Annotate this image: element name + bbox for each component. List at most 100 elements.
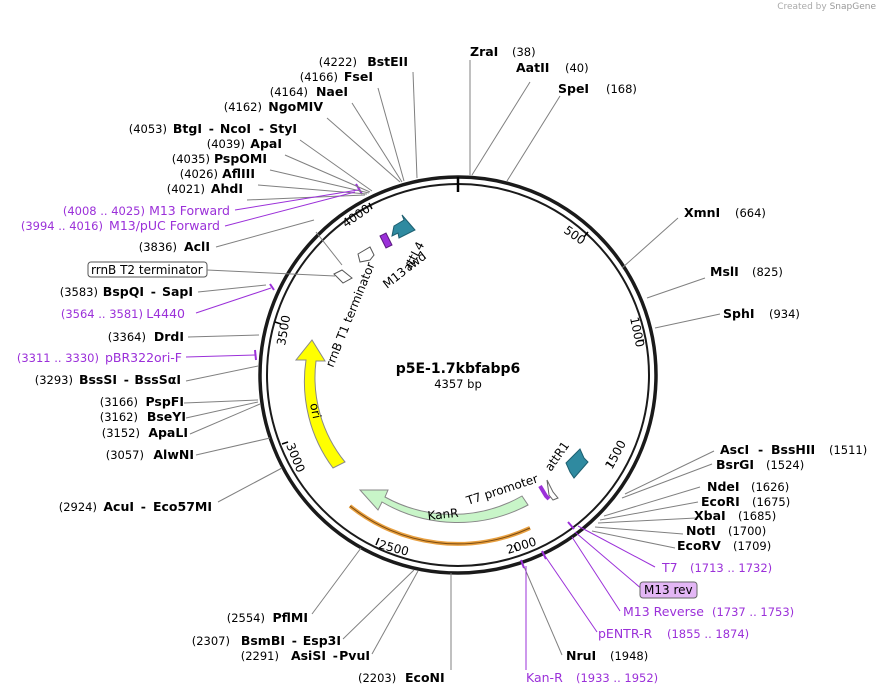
primer-m13-puc-forward-pos: (3994 .. 4016) (21, 219, 103, 233)
site-ndei-pos: (1626) (751, 480, 789, 494)
site-nrui-pos: (1948) (610, 649, 648, 663)
site-bsrgi: BsrGI (716, 457, 754, 472)
kanr-feature (358, 489, 529, 523)
site-asci-pos: (1511) (829, 443, 867, 457)
attr1-feature (565, 448, 589, 479)
site-drdi-pos: (3364) (108, 330, 146, 344)
ori-label: ori (307, 402, 324, 420)
m13-fwd-feature (379, 232, 393, 249)
site-bsshii: BssHII (771, 442, 815, 457)
site-bsssi: BssSI (79, 372, 117, 387)
site-pspfi-pos: (3166) (100, 395, 138, 409)
site-sapi: SapI (162, 284, 193, 299)
site-ngomiv: NgoMIV (268, 99, 323, 114)
site-bsmbi-pos: (2307) (192, 634, 230, 648)
site-bsrgi-pos: (1524) (766, 458, 804, 472)
site-styi: StyI (269, 121, 297, 136)
site-spei: SpeI (558, 81, 589, 96)
site-bspqi-sep: - (151, 284, 156, 299)
left-leader-lines (183, 71, 419, 655)
snapgene-credit: Created by SnapGene (777, 2, 876, 12)
site-nrui: NruI (566, 648, 596, 663)
primer-t7: T7 (661, 560, 678, 575)
site-pflmi-pos: (2554) (227, 611, 265, 625)
site-pvui: PvuI (339, 648, 370, 663)
left-primer-labels: M13 Forward (4008 .. 4025) M13/pUC Forwa… (17, 203, 230, 365)
primer-markers (254, 183, 575, 569)
site-ngomiv-pos: (4162) (224, 100, 262, 114)
tick-500: 500 (561, 223, 588, 248)
site-apai-pos: (4039) (207, 137, 245, 151)
site-zrai-pos: (38) (512, 45, 536, 59)
site-xmni: XmnI (684, 205, 720, 220)
site-xbai-pos: (1685) (738, 509, 776, 523)
site-ahdi-pos: (4021) (167, 182, 205, 196)
primer-m13-reverse-pos: (1737 .. 1753) (712, 605, 794, 619)
right-leader-lines (450, 60, 721, 670)
site-bsteii-pos: (4222) (319, 55, 357, 69)
site-noti-pos: (1700) (728, 524, 766, 538)
site-alwni: AlwNI (153, 447, 194, 462)
credit-prefix: Created by (777, 2, 827, 12)
site-ecorv: EcoRV (677, 538, 721, 553)
site-bseyi: BseYI (147, 409, 186, 424)
primer-pentr-r-pos: (1855 .. 1874) (667, 627, 749, 641)
site-bssssai: BssSαI (134, 372, 181, 387)
site-ndei: NdeI (707, 479, 740, 494)
site-spei-pos: (168) (606, 82, 637, 96)
t7-promoter-label: T7 promoter (464, 472, 540, 509)
site-alwni-pos: (3057) (106, 448, 144, 462)
site-apai: ApaI (250, 136, 282, 151)
right-site-labels: ZraI (38) AatII (40) SpeI (168) XmnI (66… (358, 44, 867, 685)
site-acui-sep: - (141, 499, 146, 514)
right-primer-labels: T7 (1713 .. 1732) M13 rev M13 Reverse (1… (526, 560, 794, 685)
site-esp3i: Esp3I (303, 633, 341, 648)
primer-kan-r-pos: (1933 .. 1952) (576, 671, 658, 685)
rrnb-t2-feature (357, 246, 375, 263)
primer-pbr322ori-f: pBR322ori-F (105, 350, 182, 365)
site-acui-pos: (2924) (59, 500, 97, 514)
site-asisi-sep: - (333, 648, 338, 663)
kanr-label: KanR (427, 506, 459, 523)
site-ecorv-pos: (1709) (733, 539, 771, 553)
m13-rev-feature (538, 484, 551, 501)
site-xbai: XbaI (694, 508, 726, 523)
site-noti: NotI (686, 523, 716, 538)
site-ecori-pos: (1675) (752, 495, 790, 509)
site-pspfi: PspFI (145, 394, 184, 409)
site-pspomi: PspOMI (214, 151, 267, 166)
site-asci: AscI (720, 442, 749, 457)
site-acui: AcuI (103, 499, 134, 514)
site-bsmbi-sep: - (292, 633, 297, 648)
site-eco57mi: Eco57MI (153, 499, 212, 514)
plasmid-name: p5E-1.7kbfabp6 (396, 361, 521, 377)
right-primer-lines (525, 525, 656, 670)
left-primer-lines (185, 189, 359, 358)
site-asisi: AsiSI (291, 648, 326, 663)
site-afliii: AflIII (222, 166, 255, 181)
site-acli: AclI (184, 239, 210, 254)
kanr-orf-arc-core (349, 505, 531, 545)
site-aatii-pos: (40) (565, 61, 589, 75)
tick-3500: 3500 (274, 314, 293, 347)
rrnb-t2-leader (206, 269, 336, 277)
site-zrai: ZraI (470, 44, 498, 59)
site-afliii-pos: (4026) (180, 167, 218, 181)
site-asisi-pos: (2291) (241, 649, 279, 663)
primer-pentr-r: pENTR-R (598, 626, 653, 641)
ori-feature (294, 339, 346, 469)
primer-pbr322ori-f-pos: (3311 .. 3330) (17, 351, 99, 365)
site-msli-pos: (825) (752, 265, 783, 279)
primer-kan-r: Kan-R (526, 670, 563, 685)
primer-l4440-pos: (3564 .. 3581) (61, 307, 143, 321)
plasmid-size: 4357 bp (434, 377, 482, 391)
site-pflmi: PflMI (272, 610, 308, 625)
site-pspomi-pos: (4035) (172, 152, 210, 166)
primer-m13-forward: M13 Forward (149, 203, 230, 218)
site-btgi-sep: - (209, 121, 214, 136)
site-econi: EcoNI (405, 670, 445, 685)
site-bspqi-pos: (3583) (60, 285, 98, 299)
site-asci-sep: - (758, 442, 763, 457)
site-fsei: FseI (344, 69, 373, 84)
